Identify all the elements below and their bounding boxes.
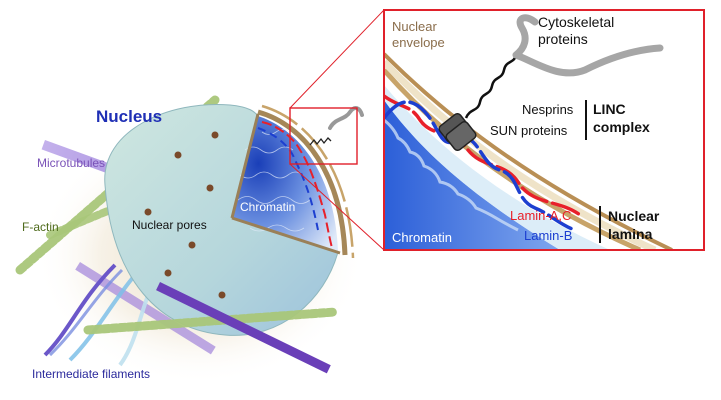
cytoskeletal-label-2: proteins: [538, 31, 588, 47]
nuclear-lamina-label-2: lamina: [608, 226, 653, 242]
inset-chromatin-label: Chromatin: [392, 230, 452, 245]
inset-nesprin: [464, 54, 518, 119]
nesprins-label: Nesprins: [522, 102, 574, 117]
chromatin-label: Chromatin: [240, 200, 295, 214]
zoom-box: [289, 107, 358, 165]
sun-proteins-label: SUN proteins: [490, 123, 568, 138]
inset-cytoskeletal-protein: [512, 14, 664, 77]
cutaway-edge: [231, 216, 341, 255]
linc-label-1: LINC: [593, 101, 626, 117]
zoom-connector: [289, 9, 385, 109]
nesprin-small: [309, 137, 332, 146]
inset-lamin-b: [384, 100, 577, 232]
nuclear-lamina-label-1: Nuclear: [608, 208, 660, 224]
cutaway-chromatin: [232, 116, 338, 252]
intermediate-filaments-label: Intermediate filaments: [32, 367, 150, 381]
cytoskeletal-protein-small: [328, 106, 364, 130]
inset-lamin-ac: [384, 94, 582, 217]
cytoskeletal-label-1: Cytoskeletal: [538, 14, 614, 30]
linc-label-2: complex: [593, 119, 650, 135]
microtubules-label: Microtubules: [37, 156, 105, 170]
f-actin-label: F-actin: [22, 220, 59, 234]
zoom-connector: [289, 163, 385, 251]
nuclear-pores-label: Nuclear pores: [132, 218, 207, 232]
chromatin-texture: [237, 129, 311, 232]
nuclear-envelope-arc-outer: [261, 104, 355, 259]
f-actin-filament: [83, 307, 340, 335]
nuclear-pores: [144, 131, 226, 299]
inset-chromatin-edge: [384, 118, 519, 232]
microtubule-rod: [156, 282, 331, 374]
inset-perinuclear-space: [384, 59, 657, 250]
inset-sun-protein: [445, 120, 477, 152]
nuclear-envelope-label-1: Nuclear: [392, 19, 437, 34]
cutaway-lamin-blue: [257, 127, 319, 231]
inset-frame: [383, 9, 705, 251]
cutaway-edge: [230, 113, 260, 219]
nucleus-body: [104, 103, 339, 336]
lamin-ac-label: Lamin-A,C: [510, 208, 571, 223]
inset-chromatin: [384, 100, 560, 250]
lamin-b-label: Lamin-B: [524, 228, 572, 243]
f-actin-filament: [46, 206, 114, 239]
nuclear-envelope-label-2: envelope: [392, 35, 445, 50]
inset-outer-membrane: [384, 52, 673, 250]
nucleus-label: Nucleus: [96, 107, 162, 126]
nuclear-envelope-arc: [257, 109, 348, 256]
